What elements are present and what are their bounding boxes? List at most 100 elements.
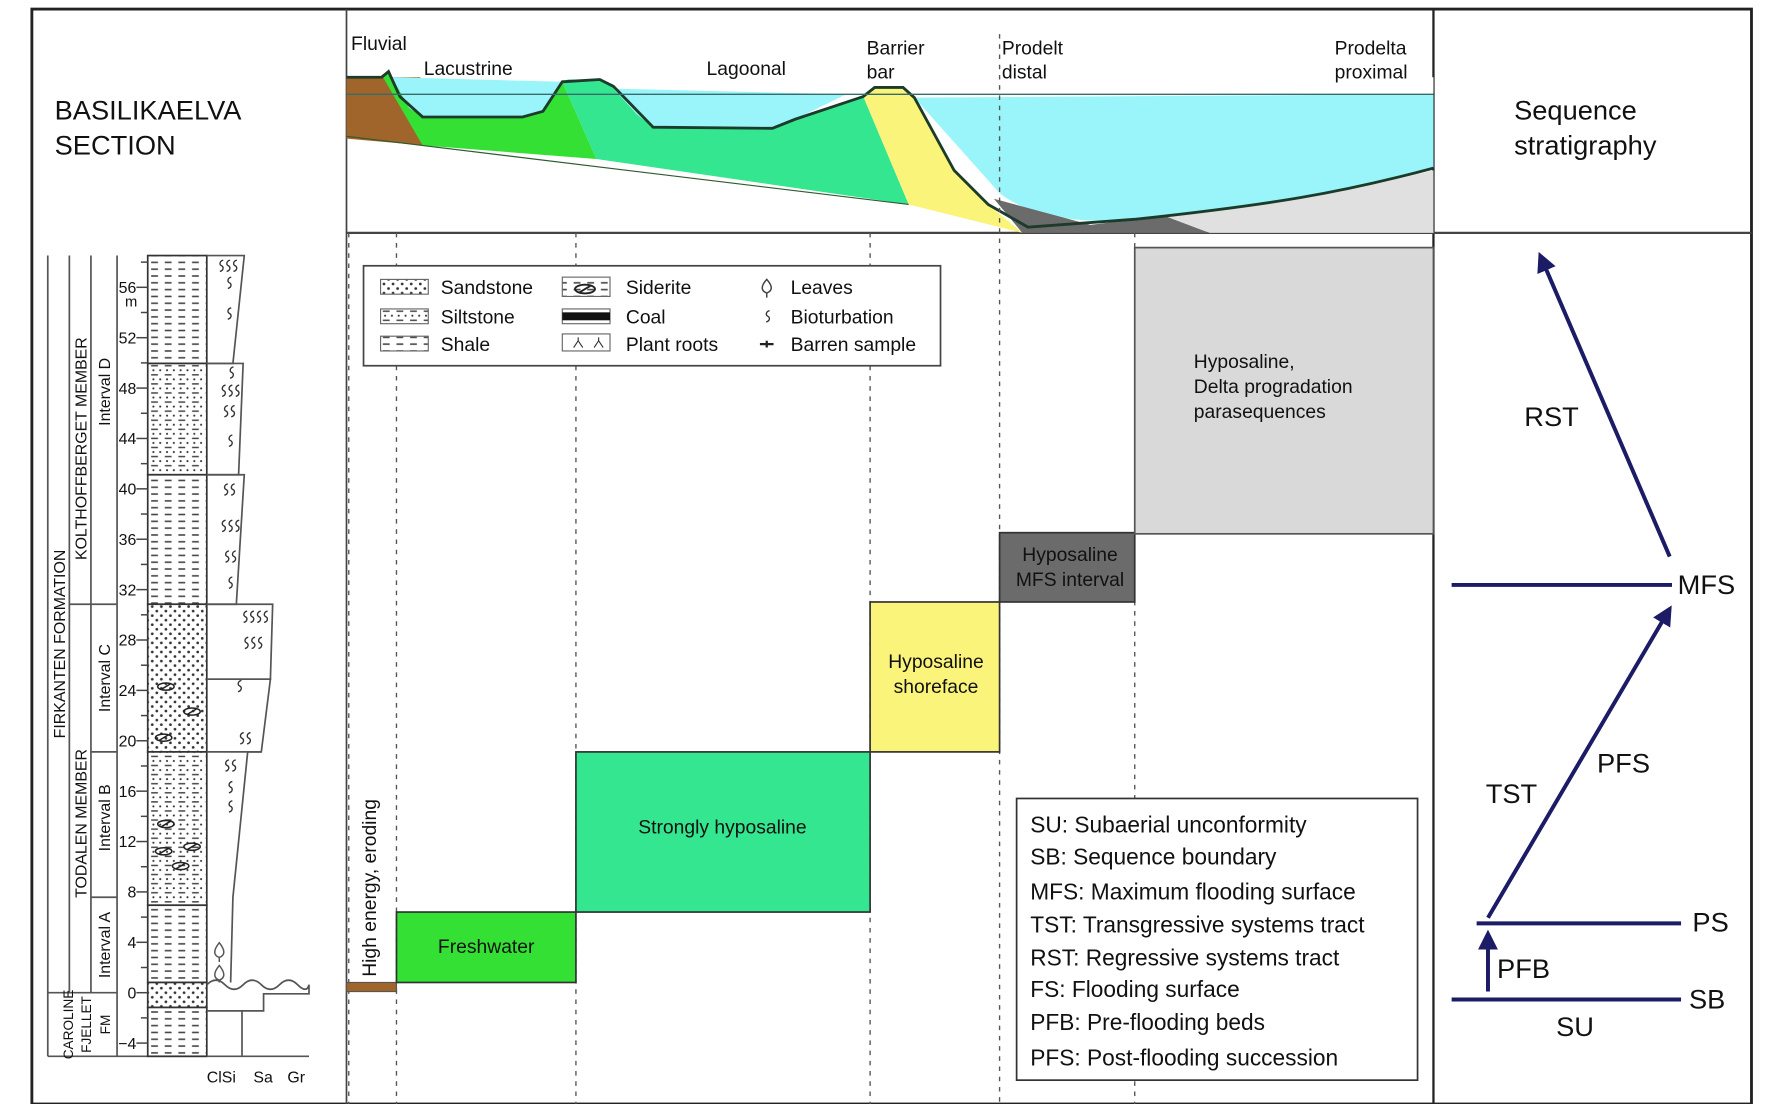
grain-size-profile xyxy=(206,254,310,1058)
lithology-legend: Sandstone Siltstone Shale Siderite Coal … xyxy=(362,264,942,367)
member-label-todalen: TODALEN MEMBER xyxy=(73,749,90,898)
section-title: BASILIKAELVA xyxy=(55,94,243,125)
svg-text:parasequences: parasequences xyxy=(1194,402,1326,423)
legend-coal: Coal xyxy=(626,308,666,329)
depth-tick-label: 20 xyxy=(119,733,137,750)
env-label-prodelta-proximal: Prodelta xyxy=(1335,39,1407,60)
depth-tick-label: 4 xyxy=(128,935,137,952)
svg-text:SU: Subaerial unconformity: SU: Subaerial unconformity xyxy=(1030,812,1307,838)
mfs-label: MFS xyxy=(1678,569,1736,600)
delta-progradation-box: Hyposaline, Delta progradation paraseque… xyxy=(1133,246,1435,535)
sb-label: SB xyxy=(1689,984,1725,1015)
depth-tick-label: 48 xyxy=(119,381,137,398)
high-energy-label: High energy, eroding xyxy=(360,799,381,977)
pfs-label: PFS xyxy=(1597,747,1650,778)
legend-barren-sample: Barren sample xyxy=(791,335,917,356)
legend-sandstone: Sandstone xyxy=(441,278,533,299)
sequence-title: stratigraphy xyxy=(1514,129,1657,160)
depth-tick-label: 52 xyxy=(119,330,137,347)
formation-label: FIRKANTEN FORMATION xyxy=(52,550,69,739)
legend-siderite: Siderite xyxy=(626,278,691,299)
svg-text:Hyposaline: Hyposaline xyxy=(1022,545,1117,566)
depth-tick-label: −4 xyxy=(118,1036,136,1053)
env-label-prodelta-proximal: proximal xyxy=(1335,62,1408,83)
svg-text:Freshwater: Freshwater xyxy=(438,937,535,958)
env-label-prodelta-distal: Prodelt xyxy=(1002,39,1064,60)
svg-text:Delta progradation: Delta progradation xyxy=(1194,377,1353,398)
env-label-lacustrine: Lacustrine xyxy=(424,59,513,80)
depth-tick-label: 44 xyxy=(119,431,137,448)
hyposaline-mfs-box: Hyposaline MFS interval xyxy=(998,531,1136,603)
leaves-icon xyxy=(761,278,773,298)
section-title: SECTION xyxy=(55,129,176,160)
interval-a-label: Interval A xyxy=(97,911,114,978)
plant-roots-icon xyxy=(573,337,604,348)
svg-text:CAROLINE: CAROLINE xyxy=(61,990,76,1060)
depth-tick-label: 24 xyxy=(119,683,137,700)
depositional-profile xyxy=(346,69,1434,233)
svg-text:Hyposaline: Hyposaline xyxy=(888,652,983,673)
freshwater-box: Freshwater xyxy=(395,911,577,984)
legend-siltstone: Siltstone xyxy=(441,308,515,329)
depth-tick-label: 28 xyxy=(119,633,137,650)
leaves-icon xyxy=(214,941,225,983)
env-label-lagoonal: Lagoonal xyxy=(707,59,786,80)
pfb-label: PFB xyxy=(1497,953,1550,984)
env-label-barrier: Barrier xyxy=(867,39,925,60)
legend-bioturbation: Bioturbation xyxy=(791,308,894,329)
grain-size-sa: Sa xyxy=(253,1069,273,1086)
depth-tick-label: 8 xyxy=(128,885,137,902)
interval-c-label: Interval C xyxy=(97,644,114,712)
depth-tick-label: 12 xyxy=(119,834,137,851)
svg-text:FS: Flooding surface: FS: Flooding surface xyxy=(1030,976,1239,1002)
grain-size-gr: Gr xyxy=(287,1069,305,1086)
svg-text:MFS: Maximum flooding surface: MFS: Maximum flooding surface xyxy=(1030,879,1356,905)
env-label-barrier: bar xyxy=(867,62,895,83)
depth-tick-label: 32 xyxy=(119,582,137,599)
env-label-fluvial: Fluvial xyxy=(351,34,407,55)
rst-arrow xyxy=(1537,251,1672,558)
svg-text:PFS: Post-flooding succession: PFS: Post-flooding succession xyxy=(1030,1044,1338,1070)
svg-text:FJELLET: FJELLET xyxy=(79,996,94,1053)
outer-frame xyxy=(30,7,1753,1104)
high-energy-bar xyxy=(345,981,398,993)
svg-text:PFB: Pre-flooding beds: PFB: Pre-flooding beds xyxy=(1030,1009,1265,1035)
rst-label: RST xyxy=(1524,401,1579,432)
depth-tick-label: 36 xyxy=(119,532,137,549)
depth-tick-label: 56 xyxy=(119,280,137,297)
interval-d-label: Interval D xyxy=(97,358,114,426)
sequence-title: Sequence xyxy=(1514,94,1637,125)
bioturbation-markers xyxy=(219,259,269,813)
tst-arrow xyxy=(1486,605,1672,919)
depth-tick-label: 16 xyxy=(119,784,137,801)
stratigraphic-units xyxy=(46,255,207,1058)
legend-plant-roots: Plant roots xyxy=(626,335,718,356)
svg-text:TST: Transgressive systems tra: TST: Transgressive systems tract xyxy=(1030,911,1365,937)
svg-text:SB: Sequence boundary: SB: Sequence boundary xyxy=(1030,843,1277,869)
svg-text:RST: Regressive systems tract: RST: Regressive systems tract xyxy=(1030,944,1340,970)
coal-icon xyxy=(562,312,610,321)
tst-label: TST xyxy=(1486,778,1538,809)
env-label-prodelta-distal: distal xyxy=(1002,62,1047,83)
member-label-kolthoffberget: KOLTHOFFBERGET MEMBER xyxy=(73,337,90,560)
svg-text:FM: FM xyxy=(98,1015,113,1035)
svg-text:Hyposaline,: Hyposaline, xyxy=(1194,352,1295,373)
svg-text:shoreface: shoreface xyxy=(894,677,979,698)
su-label: SU xyxy=(1556,1011,1594,1042)
depth-tick-label: 0 xyxy=(128,985,137,1002)
abbreviations-box: SU: Subaerial unconformity SB: Sequence … xyxy=(1015,797,1419,1081)
sequence-diagram xyxy=(1451,251,1682,1002)
legend-leaves: Leaves xyxy=(791,278,853,299)
svg-text:Strongly hyposaline: Strongly hyposaline xyxy=(638,818,806,839)
depth-tick-label: 40 xyxy=(119,482,137,499)
svg-text:MFS interval: MFS interval xyxy=(1016,570,1124,591)
hyposaline-shoreface-box: Hyposaline shoreface xyxy=(869,601,1001,753)
depth-unit: m xyxy=(125,295,137,311)
strongly-hyposaline-box: Strongly hyposaline xyxy=(575,751,871,913)
interval-b-label: Interval B xyxy=(97,784,114,851)
grain-size-clsi: ClSi xyxy=(207,1069,236,1086)
barren-sample-icon xyxy=(759,340,774,348)
lithology-column xyxy=(146,254,208,1058)
